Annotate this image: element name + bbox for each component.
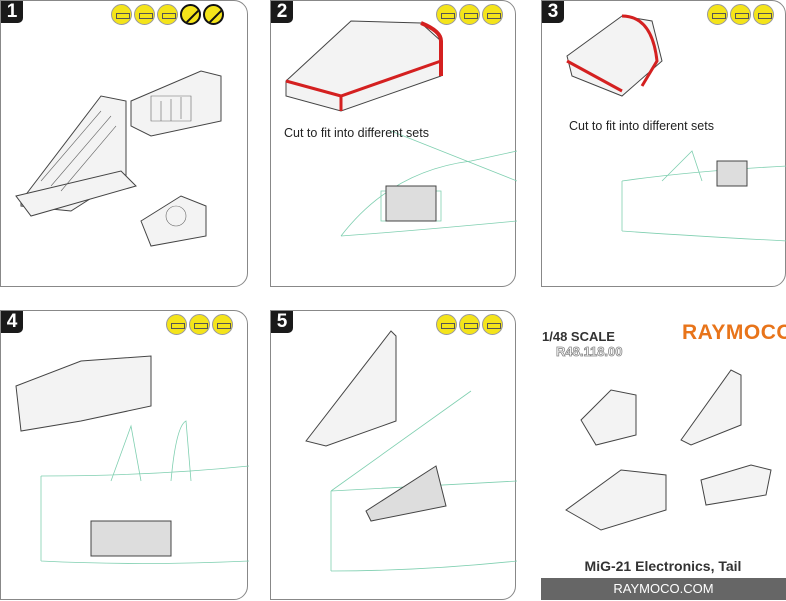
parts-drawing (15, 70, 222, 247)
knife-icon (436, 4, 457, 25)
knife-icon (436, 314, 457, 335)
no-sanding-icon (180, 4, 201, 25)
parts-drawing (285, 20, 517, 237)
parts-drawing (566, 14, 786, 242)
step-5-panel: 5 (270, 310, 517, 600)
tool-icons (436, 4, 503, 25)
saw-icon (111, 4, 132, 25)
brand-logo: RAYMOCO (682, 321, 786, 344)
product-code: R48.118.00 (556, 344, 623, 360)
glue-icon (482, 4, 503, 25)
product-overview-drawing (565, 369, 772, 531)
parts-drawing (305, 330, 517, 572)
no-glue-icon (203, 4, 224, 25)
tool-icons (707, 4, 774, 25)
step-number: 3 (542, 1, 564, 23)
step-number: 1 (1, 1, 23, 23)
step-1-panel: 1 (0, 0, 248, 287)
step-number: 5 (271, 311, 293, 333)
step-number: 4 (1, 311, 23, 333)
step-note: Cut to fit into different sets (569, 119, 714, 133)
sanding-icon (157, 4, 178, 25)
tool-icons (436, 314, 503, 335)
step-number: 2 (271, 1, 293, 23)
sanding-icon (189, 314, 210, 335)
glue-icon (482, 314, 503, 335)
glue-icon (753, 4, 774, 25)
glue-icon (212, 314, 233, 335)
step-2-panel: 2 Cut to fit into different sets (270, 0, 517, 287)
step-4-panel: 4 (0, 310, 249, 600)
website-bar[interactable]: RAYMOCO.COM (541, 578, 786, 600)
website-link[interactable]: RAYMOCO.COM (613, 581, 714, 596)
tool-icons (166, 314, 233, 335)
step-note: Cut to fit into different sets (284, 126, 429, 140)
parts-drawing (15, 355, 249, 564)
step-3-panel: 3 Cut to fit into different sets (541, 0, 786, 287)
sanding-icon (459, 4, 480, 25)
product-title: MiG-21 Electronics, Tail (584, 558, 742, 574)
knife-icon (707, 4, 728, 25)
knife-icon (134, 4, 155, 25)
sanding-icon (459, 314, 480, 335)
sanding-icon (730, 4, 751, 25)
knife-icon (166, 314, 187, 335)
scale-label: 1/48 SCALE (542, 329, 615, 344)
tool-icons (111, 4, 224, 25)
